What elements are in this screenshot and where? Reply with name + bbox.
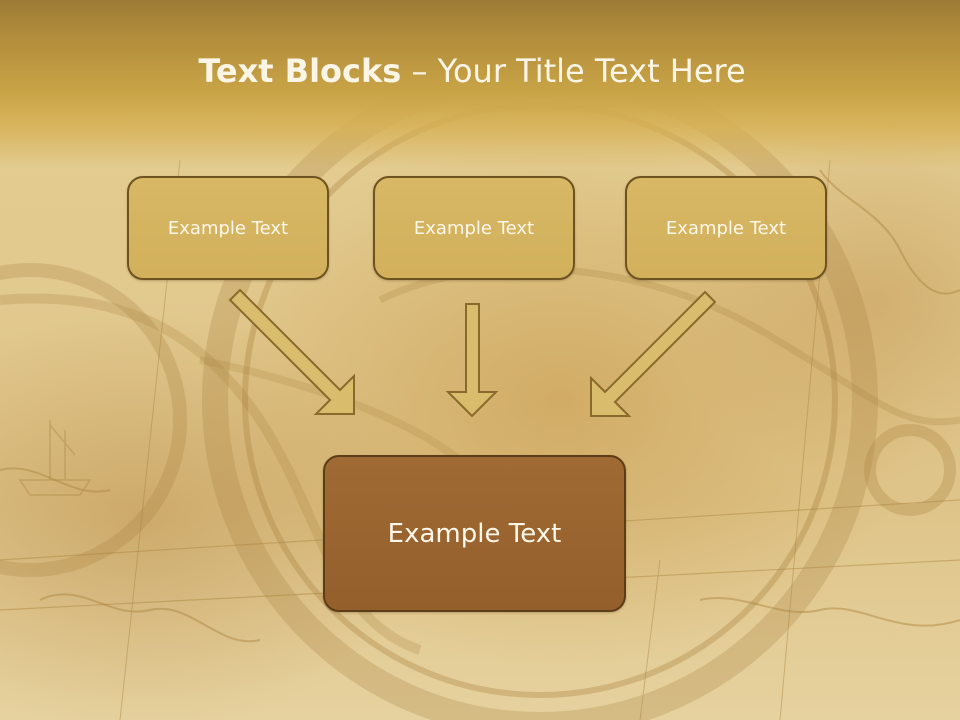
text-block-main-label: Example Text [387,518,562,549]
text-block-main[interactable]: Example Text [323,455,626,612]
slide-title-bold: Text Blocks [198,52,402,90]
text-block-1[interactable]: Example Text [127,176,329,280]
text-block-3-label: Example Text [665,217,787,239]
compass-ring-right [864,424,956,516]
text-block-1-label: Example Text [167,217,289,239]
compass-ring-outer [202,62,878,720]
compass-ring-left [0,263,187,577]
slide-title-rest: – Your Title Text Here [401,52,746,90]
slide-title: Text Blocks – Your Title Text Here [0,52,944,90]
text-block-3[interactable]: Example Text [625,176,827,280]
ship-sketch [18,420,92,496]
text-block-2-label: Example Text [413,217,535,239]
title-band [0,0,960,168]
text-block-2[interactable]: Example Text [373,176,575,280]
